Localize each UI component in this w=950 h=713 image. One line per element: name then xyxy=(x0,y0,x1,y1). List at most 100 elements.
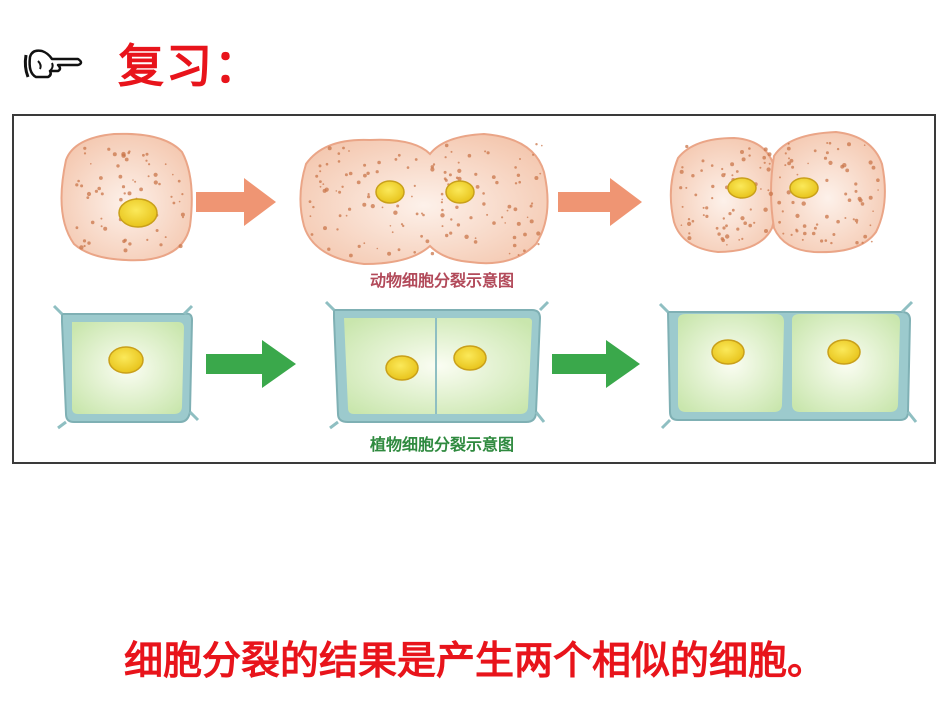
granule xyxy=(501,216,504,219)
granule xyxy=(688,232,691,235)
granule xyxy=(722,217,725,220)
granule xyxy=(148,163,151,166)
granule xyxy=(860,202,865,206)
granule xyxy=(312,205,315,209)
granule xyxy=(425,239,430,244)
granule xyxy=(397,153,401,157)
granule xyxy=(338,214,342,218)
granule xyxy=(721,167,724,171)
granule xyxy=(877,189,879,191)
granule xyxy=(116,164,120,168)
nucleus xyxy=(711,339,745,365)
granule xyxy=(441,225,444,228)
granule xyxy=(124,157,129,162)
granule xyxy=(863,234,868,239)
granule xyxy=(537,243,540,246)
granule xyxy=(731,174,734,177)
granule xyxy=(153,172,158,177)
granule xyxy=(474,237,477,240)
granule xyxy=(777,200,782,205)
granule xyxy=(830,241,833,245)
pointing-hand-icon xyxy=(23,49,83,79)
granule xyxy=(852,218,855,221)
cell-division-figure: 动物细胞分裂示意图 植物细胞分裂示意图 xyxy=(12,114,936,464)
granule xyxy=(726,244,728,246)
granule xyxy=(310,233,314,236)
granule xyxy=(855,221,858,224)
granule xyxy=(335,190,338,192)
granule xyxy=(83,152,87,155)
granule xyxy=(430,251,435,256)
granule xyxy=(75,183,79,187)
granule xyxy=(790,233,793,236)
granule xyxy=(763,147,768,152)
granule xyxy=(803,231,807,236)
granule xyxy=(377,160,381,165)
granules xyxy=(308,143,543,258)
granule xyxy=(795,213,800,218)
nucleus xyxy=(789,177,819,199)
granule xyxy=(711,197,714,200)
granule xyxy=(857,196,862,201)
granule xyxy=(400,223,404,226)
granule xyxy=(100,217,103,220)
slide-heading: 复习： xyxy=(22,28,262,98)
granule xyxy=(336,228,339,231)
granule xyxy=(766,167,771,172)
granule xyxy=(443,177,447,181)
granule xyxy=(687,221,692,226)
granule xyxy=(724,173,726,175)
granule xyxy=(348,150,350,152)
granule xyxy=(413,251,417,254)
granule xyxy=(121,151,126,157)
granule xyxy=(482,202,486,206)
granule xyxy=(172,173,174,176)
granule xyxy=(367,195,371,199)
granule xyxy=(784,164,787,167)
granule xyxy=(748,154,751,157)
granule xyxy=(492,221,496,225)
granule xyxy=(523,249,526,253)
animal-daughter-cells xyxy=(669,130,886,254)
granules xyxy=(679,141,880,246)
granule xyxy=(366,171,370,175)
granule xyxy=(86,191,92,197)
granule xyxy=(854,182,858,186)
granule xyxy=(119,197,123,202)
granule xyxy=(397,248,401,252)
granule xyxy=(367,193,370,196)
granule xyxy=(710,164,714,167)
granule xyxy=(422,213,425,217)
animal-caption: 动物细胞分裂示意图 xyxy=(370,271,514,290)
granule xyxy=(118,174,123,179)
granule xyxy=(842,163,847,168)
granule xyxy=(876,178,880,182)
granule xyxy=(444,143,449,148)
granule xyxy=(763,207,768,212)
granule xyxy=(363,242,366,245)
granule xyxy=(768,191,774,196)
granule xyxy=(467,153,472,158)
granule xyxy=(868,195,873,200)
granule xyxy=(759,166,762,169)
granule xyxy=(440,213,445,218)
granule xyxy=(749,208,752,211)
granule xyxy=(122,239,126,244)
granule xyxy=(363,163,367,167)
granule xyxy=(322,183,325,185)
granule xyxy=(159,243,163,247)
granule xyxy=(685,144,689,149)
granule xyxy=(760,188,762,190)
granule xyxy=(722,226,726,230)
granule xyxy=(872,210,874,212)
granule xyxy=(711,184,715,189)
granule xyxy=(731,208,735,212)
granule xyxy=(507,204,512,209)
plant-arrow-1 xyxy=(206,340,296,388)
granule xyxy=(740,216,745,221)
granule xyxy=(784,152,787,155)
granule xyxy=(432,163,436,166)
granule xyxy=(444,156,447,159)
plant-arrow-2 xyxy=(552,340,640,388)
granule xyxy=(448,173,452,177)
